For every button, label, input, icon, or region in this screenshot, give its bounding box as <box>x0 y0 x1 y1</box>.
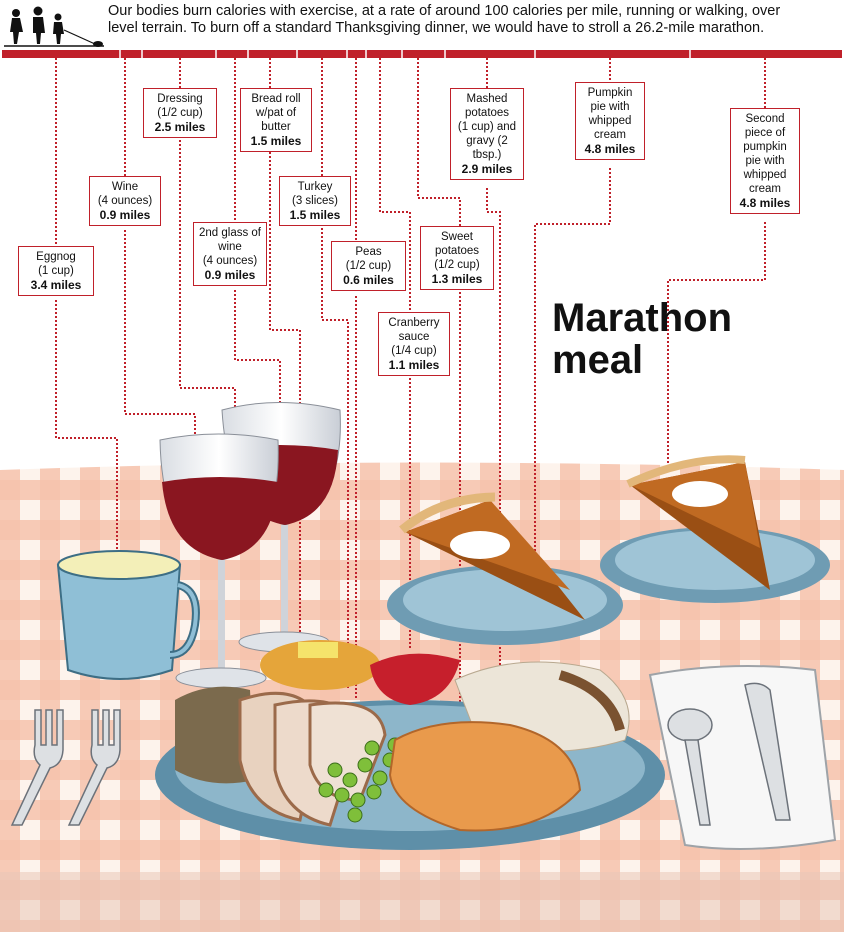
napkin-and-cutlery <box>648 665 837 850</box>
wine-glasses <box>159 402 341 689</box>
item-miles: 1.1 miles <box>388 358 440 372</box>
headline: Marathon meal <box>552 297 732 381</box>
label-sweet-potatoes: Sweet potatoes (1/2 cup) 1.3 miles <box>420 226 494 290</box>
item-miles: 0.9 miles <box>204 268 256 282</box>
walkers-icon <box>4 6 104 47</box>
item-name: Eggnog <box>36 251 76 263</box>
item-portion: (4 ounces) <box>202 255 258 267</box>
item-miles: 2.5 miles <box>154 120 206 134</box>
item-portion: (1 cup) <box>38 265 74 277</box>
dinner-plate <box>155 640 665 850</box>
headline-line-2: meal <box>552 338 644 382</box>
label-turkey: Turkey (3 slices) 1.5 miles <box>279 176 351 226</box>
pie-plate-back <box>600 455 830 603</box>
label-2nd-glass-of-wine: 2nd glass of wine (4 ounces) 0.9 miles <box>193 222 267 286</box>
label-dressing: Dressing (1/2 cup) 2.5 miles <box>143 88 217 138</box>
item-portion: (1 cup) and gravy (2 tbsp.) <box>457 121 517 161</box>
item-miles: 4.8 miles <box>739 196 791 210</box>
headline-line-1: Marathon <box>552 296 732 340</box>
item-name: Wine <box>111 181 139 193</box>
item-miles: 1.5 miles <box>289 208 341 222</box>
intro-text: Our bodies burn calories with exercise, … <box>108 3 781 36</box>
item-portion: (1/2 cup) <box>434 259 480 271</box>
label-bread-roll: Bread roll w/pat of butter 1.5 miles <box>240 88 312 152</box>
item-name: Mashed potatoes <box>464 93 510 119</box>
label-cranberry-sauce: Cranberry sauce (1/4 cup) 1.1 miles <box>378 312 450 376</box>
item-portion: (1/4 cup) <box>391 345 437 357</box>
item-portion: (1/2 cup) <box>345 260 392 272</box>
label-peas: Peas (1/2 cup) 0.6 miles <box>331 241 406 291</box>
eggnog-mug <box>56 550 200 680</box>
item-name: Cranberry sauce <box>388 317 440 343</box>
label-mashed-potatoes: Mashed potatoes (1 cup) and gravy (2 tbs… <box>450 88 524 180</box>
item-name: Dressing <box>157 93 203 105</box>
label-wine: Wine (4 ounces) 0.9 miles <box>89 176 161 226</box>
item-name: Turkey <box>297 181 333 193</box>
pie-plate-front <box>387 492 623 645</box>
item-portion: (3 slices) <box>291 195 338 207</box>
item-name: Sweet potatoes <box>434 231 480 257</box>
item-miles: 0.6 miles <box>343 273 394 287</box>
item-miles: 0.9 miles <box>99 208 151 222</box>
item-miles: 1.5 miles <box>250 134 302 148</box>
item-name: 2nd glass of wine <box>198 227 261 253</box>
item-miles: 4.8 miles <box>584 142 636 156</box>
leader-lines <box>55 58 766 730</box>
forks <box>10 709 121 826</box>
item-name: Pumpkin pie with whipped cream <box>587 87 633 141</box>
label-pumpkin-pie: Pumpkin pie with whipped cream 4.8 miles <box>575 82 645 160</box>
item-name: Peas <box>355 246 382 258</box>
item-name: Bread roll w/pat of butter <box>251 93 301 133</box>
item-portion: (1/2 cup) <box>157 107 203 119</box>
item-portion: (4 ounces) <box>97 195 153 207</box>
item-miles: 3.4 miles <box>30 278 82 292</box>
label-eggnog: Eggnog (1 cup) 3.4 miles <box>18 246 94 296</box>
label-second-piece-pumpkin-pie: Second piece of pumpkin pie with whipped… <box>730 108 800 214</box>
item-name: Second piece of pumpkin pie with whipped… <box>743 113 787 195</box>
item-miles: 1.3 miles <box>431 272 483 286</box>
item-miles: 2.9 miles <box>461 162 513 176</box>
mile-bar <box>2 50 842 58</box>
